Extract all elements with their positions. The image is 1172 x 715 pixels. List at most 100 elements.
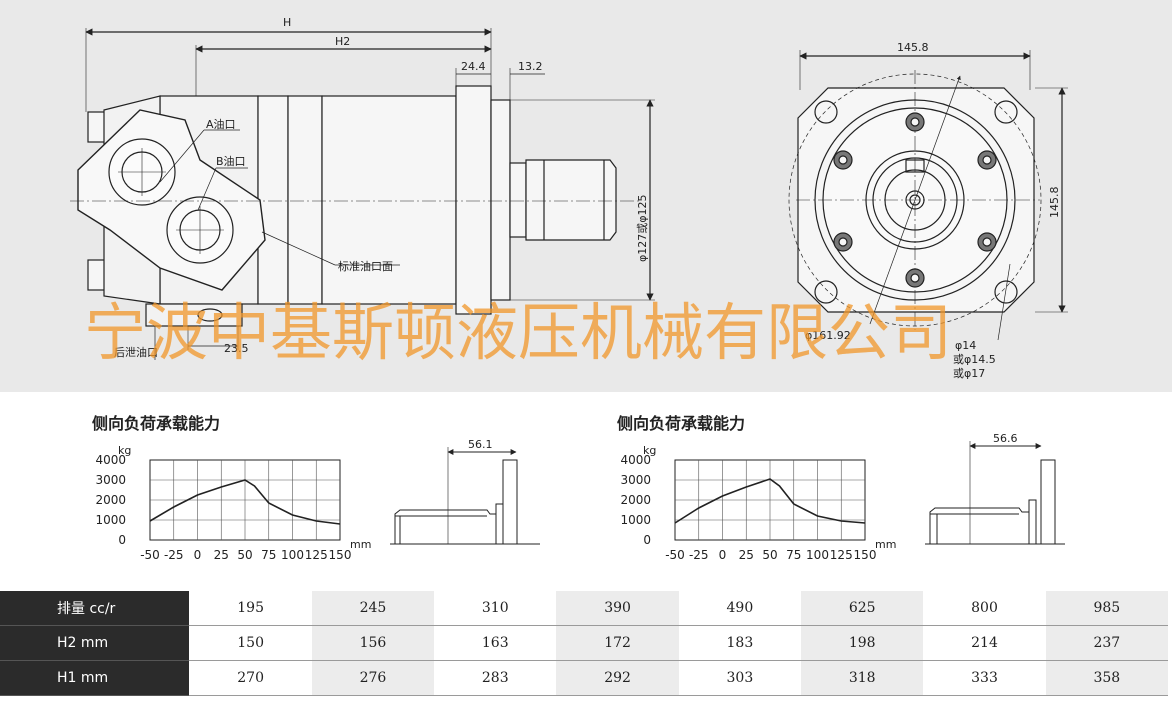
table-cell: 276 xyxy=(311,660,435,696)
gerotor-section xyxy=(257,95,289,305)
table-cell: 800 xyxy=(923,591,1046,626)
dim-h-label: H xyxy=(283,16,291,29)
port-b-label: B油口 xyxy=(216,154,246,168)
bearing-housing xyxy=(321,95,457,305)
table-cell: 625 xyxy=(801,591,924,626)
dim-width-side-label: 145.8 xyxy=(1048,187,1061,219)
x-tick-label: -25 xyxy=(689,548,709,562)
mount-hole xyxy=(814,280,838,304)
hole-label-3: 或φ17 xyxy=(953,367,985,380)
port-a-label: A油口 xyxy=(206,117,236,131)
dim-24-label: 24.4 xyxy=(461,60,486,73)
dim-h2-label: H2 xyxy=(335,35,350,48)
shaft-sketch-1: 56.1 xyxy=(390,438,540,545)
table-cell: 198 xyxy=(801,625,924,661)
table-cell: 163 xyxy=(434,625,557,661)
shaft-dim-2: 56.6 xyxy=(993,432,1018,445)
table-cell: 183 xyxy=(678,625,802,661)
table-cell: 310 xyxy=(434,591,557,626)
side-view xyxy=(70,28,655,360)
mount-hole xyxy=(994,100,1018,124)
mount-hole xyxy=(994,280,1018,304)
x-tick-label: 100 xyxy=(806,548,829,562)
y-axis-unit: kg xyxy=(643,444,656,457)
load-curve xyxy=(674,478,866,524)
shaft-dim-1: 56.1 xyxy=(468,438,493,451)
table-cell: 245 xyxy=(311,591,435,626)
table-cell: 214 xyxy=(923,625,1046,661)
x-tick-label: 125 xyxy=(305,548,328,562)
table-cell: 292 xyxy=(556,660,679,696)
table-cell: 358 xyxy=(1045,660,1168,696)
table-cell: 490 xyxy=(678,591,802,626)
x-tick-label: 75 xyxy=(786,548,801,562)
output-shaft xyxy=(525,159,617,241)
shaft-sketch-2: 56.6 xyxy=(925,432,1065,545)
table-cell: 283 xyxy=(434,660,557,696)
x-tick-label: 25 xyxy=(214,548,229,562)
y-tick-label: 2000 xyxy=(95,493,126,507)
technical-drawing: H H2 24.4 13.2 23.5 145.8 145.8 φ127或φ12… xyxy=(0,0,1172,392)
y-tick-label: 0 xyxy=(643,533,651,547)
x-tick-label: 50 xyxy=(237,548,252,562)
dim-width-top-label: 145.8 xyxy=(897,41,929,54)
x-tick-label: 0 xyxy=(719,548,727,562)
row-label: H1 mm xyxy=(0,660,190,696)
table-cell: 318 xyxy=(801,660,924,696)
drain-label: 后泄油口 xyxy=(114,345,158,359)
motor-drawings-svg: H H2 24.4 13.2 23.5 145.8 145.8 φ127或φ12… xyxy=(70,16,1068,380)
pcd-label: φ161.92 xyxy=(805,329,851,342)
std-face-label: 标准油口面 xyxy=(338,259,393,273)
table-cell: 150 xyxy=(189,625,312,661)
dim-pilot-label: φ127或φ125 xyxy=(636,194,649,262)
dimension-labels: H H2 24.4 13.2 23.5 145.8 145.8 φ127或φ12… xyxy=(114,16,1061,380)
x-tick-label: 125 xyxy=(830,548,853,562)
x-tick-label: 100 xyxy=(281,548,304,562)
dim-13-label: 13.2 xyxy=(518,60,543,73)
row-label: 排量 cc/r xyxy=(0,591,190,626)
x-tick-label: 150 xyxy=(329,548,352,562)
y-tick-label: 2000 xyxy=(620,493,651,507)
table-cell: 390 xyxy=(556,591,679,626)
dim-23-label: 23.5 xyxy=(224,342,249,355)
table-cell: 156 xyxy=(311,625,435,661)
row-label: H2 mm xyxy=(0,625,190,661)
y-tick-label: 4000 xyxy=(620,453,651,467)
x-axis-unit: mm xyxy=(875,538,896,551)
x-tick-label: 150 xyxy=(854,548,877,562)
drain-boss xyxy=(145,303,243,327)
chart-title-1: 侧向负荷承载能力 xyxy=(92,414,221,433)
y-tick-label: 1000 xyxy=(95,513,126,527)
y-tick-label: 4000 xyxy=(95,453,126,467)
table-cell: 333 xyxy=(923,660,1046,696)
x-tick-label: 25 xyxy=(739,548,754,562)
y-axis-unit: kg xyxy=(118,444,131,457)
y-tick-label: 3000 xyxy=(95,473,126,487)
x-tick-label: -50 xyxy=(665,548,685,562)
x-tick-label: 75 xyxy=(261,548,276,562)
front-view xyxy=(788,50,1068,341)
table-cell: 172 xyxy=(556,625,679,661)
mounting-flange xyxy=(455,85,492,315)
chart-title-2: 侧向负荷承载能力 xyxy=(617,414,746,433)
hole-label-1: φ14 xyxy=(955,339,976,352)
y-tick-label: 3000 xyxy=(620,473,651,487)
y-tick-label: 0 xyxy=(118,533,126,547)
load-curve xyxy=(149,479,341,525)
x-tick-label: 50 xyxy=(762,548,777,562)
hole-label-2: 或φ14.5 xyxy=(953,353,996,366)
table-cell: 270 xyxy=(189,660,312,696)
x-axis-unit: mm xyxy=(350,538,371,551)
y-tick-label: 1000 xyxy=(620,513,651,527)
x-tick-label: 0 xyxy=(194,548,202,562)
company-watermark: 宁波中基斯顿液压机械有限公司 xyxy=(84,296,953,369)
x-tick-label: -25 xyxy=(164,548,184,562)
